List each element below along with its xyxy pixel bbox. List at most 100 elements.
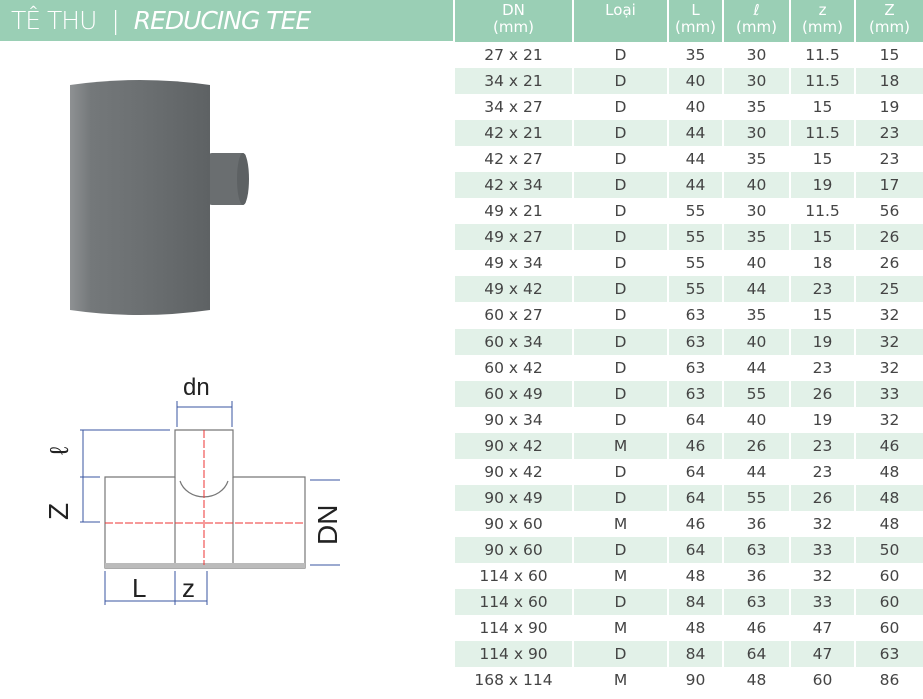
cell-l-small: 44 (723, 458, 791, 485)
cell-type: D (573, 172, 669, 199)
header-unit: (mm) (869, 18, 910, 36)
cell-type: D (573, 68, 669, 95)
cell-L: 46 (668, 510, 724, 537)
cell-z-small: 15 (790, 94, 856, 121)
cell-L: 90 (668, 667, 724, 694)
cell-z-small: 23 (790, 354, 856, 381)
label-z: z (182, 573, 195, 603)
label-DN: DN (312, 505, 340, 545)
cell-dn: 34 x 21 (455, 68, 574, 95)
cell-type: D (573, 146, 669, 173)
cell-z-small: 47 (790, 615, 856, 642)
cell-z-small: 26 (790, 484, 856, 511)
cell-l-small: 30 (723, 120, 791, 147)
cell-z-small: 19 (790, 328, 856, 355)
cell-Z: 15 (879, 46, 900, 65)
cell-type: D (573, 42, 669, 69)
cell-dn: 114 x 60 (455, 562, 574, 589)
cell-l-small: 35 (723, 146, 791, 173)
cell-l-small: 63 (723, 536, 791, 563)
cell-type: D (573, 588, 669, 616)
cell-dn: 114 x 60 (455, 588, 574, 616)
cell-z-small: 47 (790, 641, 856, 668)
cell-l-small: 40 (723, 328, 791, 355)
cell-Z: 33 (855, 380, 923, 407)
cell-type: D (573, 302, 669, 329)
header-L: L(mm) (668, 0, 724, 42)
cell-dn: 90 x 34 (455, 406, 574, 433)
cell-L: 44 (668, 172, 724, 199)
cell-L: 63 (668, 328, 724, 355)
cell-Z: 60 (855, 588, 923, 616)
cell-type: M (573, 432, 669, 459)
cell-z-small: 23 (790, 458, 856, 485)
cell-Z: 19 (879, 98, 900, 117)
cell-type: D (573, 641, 669, 668)
cell-l-small: 48 (723, 667, 791, 694)
cell-type: D (573, 458, 669, 485)
header-unit: (mm) (736, 18, 777, 36)
cell-z-small: 32 (790, 562, 856, 589)
cell-dn: 42 x 34 (455, 172, 574, 199)
title-vi: TÊ THU (11, 6, 97, 35)
cell-l-small: 35 (723, 94, 791, 121)
label-dn: dn (183, 374, 210, 401)
cell-z-small: 15 (790, 224, 856, 251)
cell-type: M (573, 562, 669, 589)
title-en: REDUCING TEE (133, 6, 311, 35)
cell-type: D (573, 250, 669, 277)
cell-L: 63 (668, 302, 724, 329)
header-unit: (mm) (802, 18, 843, 36)
cell-l-small: 35 (723, 224, 791, 251)
cell-L: 84 (668, 588, 724, 616)
cell-dn: 42 x 21 (455, 120, 574, 147)
cell-dn: 90 x 49 (455, 484, 574, 511)
cell-Z: 18 (855, 68, 923, 95)
cell-L: 63 (668, 380, 724, 407)
cell-Z: 32 (879, 358, 900, 377)
cell-z-small: 11.5 (790, 198, 856, 225)
cell-type: D (573, 536, 669, 563)
cell-dn: 49 x 42 (455, 276, 574, 303)
header-l-small: ℓ(mm) (723, 0, 791, 42)
label-l-small: ℓ (44, 446, 74, 455)
cell-Z: 56 (879, 202, 900, 221)
cell-l-small: 30 (723, 42, 791, 69)
header-label: ℓ (753, 1, 760, 19)
cell-dn: 114 x 90 (455, 615, 574, 642)
cell-z-small: 18 (790, 250, 856, 277)
cell-l-small: 63 (723, 588, 791, 616)
header-label: DN (502, 1, 525, 19)
cell-type: D (573, 198, 669, 225)
cell-dn: 90 x 60 (455, 536, 574, 563)
cell-type: D (573, 406, 669, 433)
cell-L: 55 (668, 198, 724, 225)
label-Z: Z (43, 503, 74, 520)
cell-L: 44 (668, 146, 724, 173)
cell-L: 64 (668, 406, 724, 433)
cell-l-small: 40 (723, 250, 791, 277)
cell-l-small: 30 (723, 198, 791, 225)
cell-l-small: 36 (723, 510, 791, 537)
cell-dn: 27 x 21 (455, 42, 574, 69)
cell-L: 48 (668, 562, 724, 589)
cell-l-small: 55 (723, 484, 791, 511)
cell-L: 64 (668, 484, 724, 511)
cell-l-small: 44 (723, 354, 791, 381)
cell-dn: 90 x 42 (455, 458, 574, 485)
cell-L: 64 (668, 458, 724, 485)
cell-z-small: 19 (790, 172, 856, 199)
